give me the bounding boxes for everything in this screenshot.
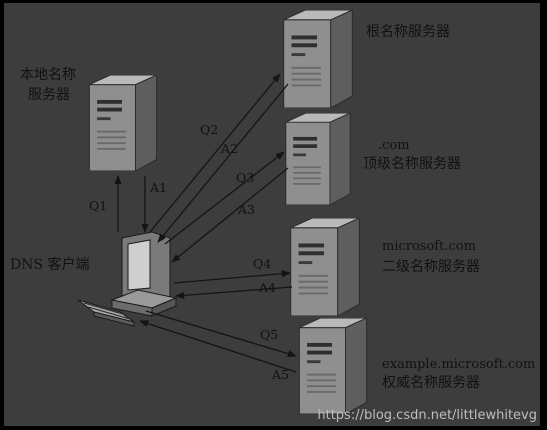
a5-label: A5 — [272, 367, 289, 382]
arrow-a2 — [157, 83, 289, 243]
local-server-label-line1: 本地名称 — [20, 67, 76, 83]
q3-label: Q3 — [236, 170, 255, 185]
arrow-q5 — [145, 310, 297, 358]
q4-label: Q4 — [253, 256, 272, 271]
example-server-label-line1: example.microsoft.com — [382, 357, 536, 372]
server-local — [88, 75, 158, 171]
microsoft-server-label-line1: microsoft.com — [382, 239, 476, 254]
server-com — [285, 113, 351, 205]
server-microsoft — [290, 218, 360, 316]
a2-label: A2 — [221, 141, 238, 156]
watermark-url: https://blog.csdn.net/littlewhitevg — [317, 408, 537, 423]
arrow-a5 — [139, 320, 297, 373]
q5-label: Q5 — [260, 327, 279, 342]
arrow-a4 — [175, 286, 293, 299]
server-example — [298, 318, 368, 414]
a4-label: A4 — [259, 280, 276, 295]
arrow-q2 — [149, 73, 281, 233]
a3-label: A3 — [238, 202, 255, 217]
arrow-q3 — [164, 151, 285, 245]
com-server-label-line2: 顶级名称服务器 — [363, 156, 461, 172]
client-label: DNS 客户端 — [10, 257, 90, 273]
q1-label: Q1 — [89, 198, 108, 213]
root-server-label: 根名称服务器 — [366, 24, 450, 40]
client-computer — [77, 231, 178, 327]
arrow-a3 — [171, 167, 289, 263]
com-server-label-line1: .com — [378, 138, 410, 153]
arrow-q4 — [173, 270, 291, 284]
server-root — [283, 10, 353, 108]
microsoft-server-label-line2: 二级名称服务器 — [382, 259, 480, 275]
a1-label: A1 — [150, 180, 167, 195]
example-server-label-line2: 权威名称服务器 — [382, 375, 480, 391]
local-server-label-line2: 服务器 — [28, 87, 70, 103]
q2-label: Q2 — [200, 122, 219, 137]
